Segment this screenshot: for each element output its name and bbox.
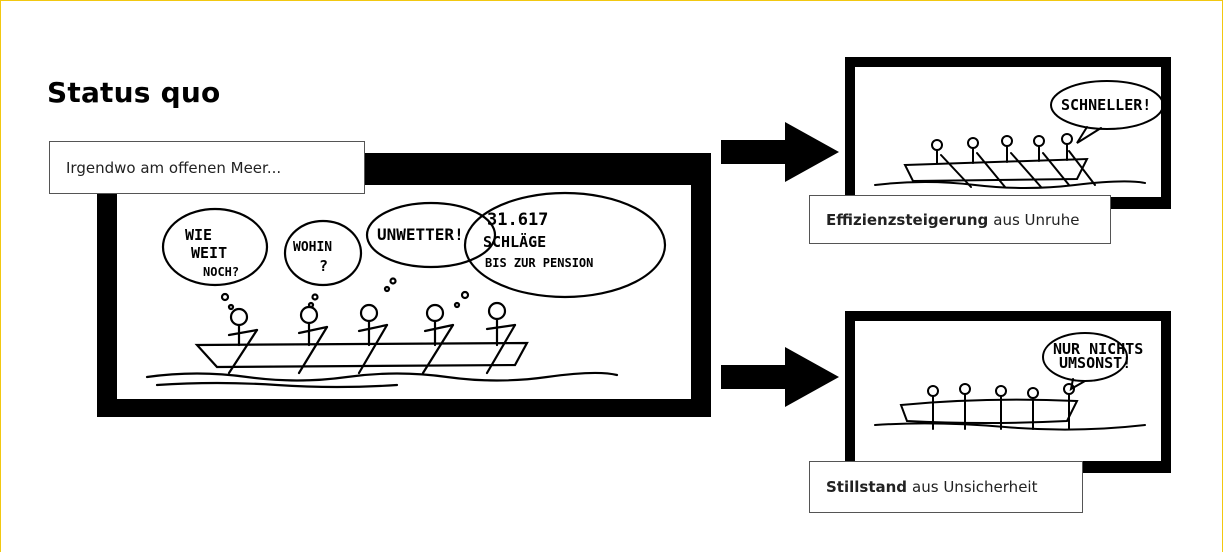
bubble2-line2: ? — [319, 257, 328, 275]
standstill-caption-rest: aus Unsicherheit — [912, 478, 1038, 496]
standstill-caption: Stillstand aus Unsicherheit — [809, 461, 1083, 513]
bubble1-line2: WEIT — [191, 244, 227, 262]
efficiency-caption-rest: aus Unruhe — [993, 210, 1080, 229]
arrow-right-icon — [721, 122, 839, 182]
efficiency-comic-panel: SCHNELLER! — [845, 57, 1171, 209]
rowing-boat-fast-sketch: SCHNELLER! — [855, 67, 1161, 197]
bubble3-line1: UNWETTER! — [377, 225, 464, 244]
main-panel-caption-text: Irgendwo am offenen Meer... — [66, 158, 282, 177]
bubble1-line3: NOCH? — [203, 265, 239, 279]
bubble4-line3: BIS ZUR PENSION — [485, 256, 593, 270]
speech-still-line1: NUR NICHTS — [1053, 340, 1143, 358]
rowing-boat-still-sketch: NUR NICHTS UMSONST! — [855, 321, 1161, 461]
efficiency-caption-bold: Effizienzsteigerung — [826, 210, 989, 229]
main-comic-panel: WIE WEIT NOCH? WOHIN ? UNWETTER! 31.617 … — [97, 153, 711, 417]
bubble4-line2: SCHLÄGE — [483, 232, 546, 251]
standstill-comic-panel: NUR NICHTS UMSONST! — [845, 311, 1171, 473]
page-title: Status quo — [47, 76, 221, 109]
arrow-right-icon — [721, 347, 839, 407]
main-panel-caption: Irgendwo am offenen Meer... — [49, 141, 365, 194]
standstill-caption-bold: Stillstand — [826, 478, 908, 496]
efficiency-caption: Effizienzsteigerung aus Unruhe — [809, 195, 1111, 244]
rowing-boat-sketch: WIE WEIT NOCH? WOHIN ? UNWETTER! 31.617 … — [117, 185, 691, 399]
speech-fast: SCHNELLER! — [1061, 96, 1151, 114]
bubble1-line1: WIE — [185, 226, 212, 244]
speech-still-line2: UMSONST! — [1059, 354, 1131, 372]
bubble4-line1: 31.617 — [487, 210, 548, 230]
bubble2-line1: WOHIN — [293, 240, 332, 255]
